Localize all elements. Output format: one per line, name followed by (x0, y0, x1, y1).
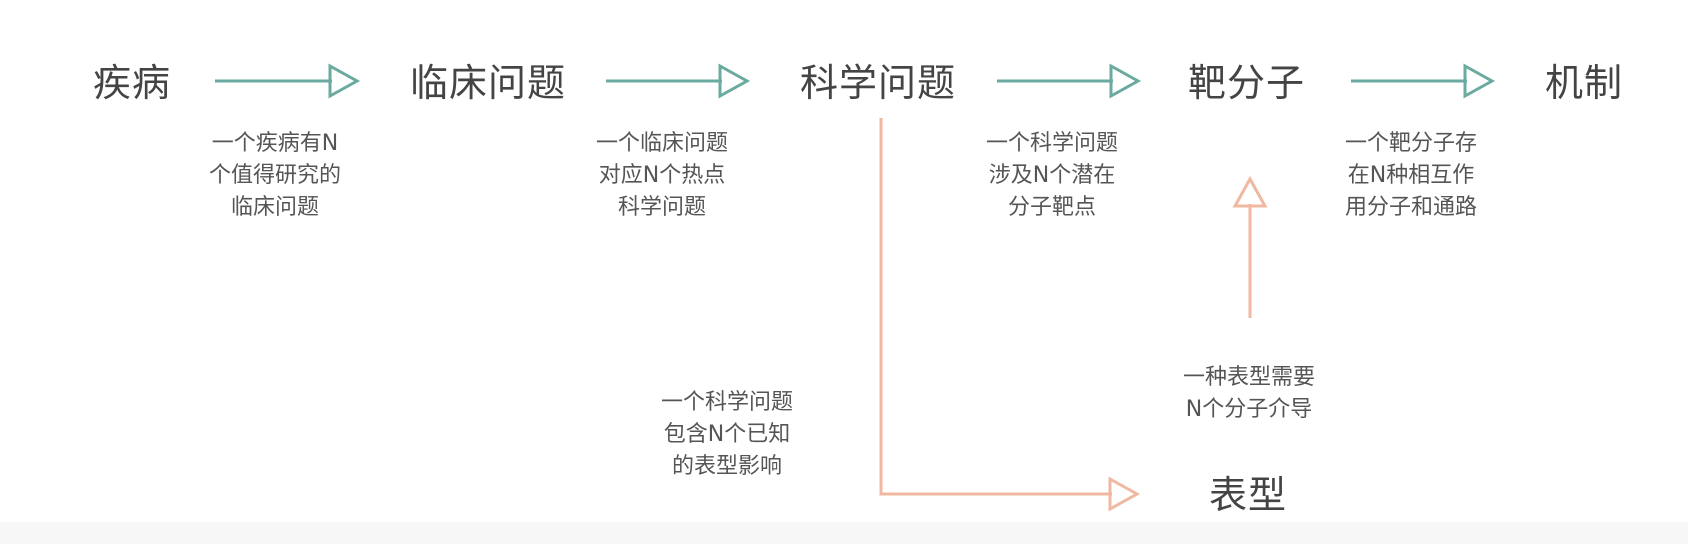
arrow-phenotype-to-target (1232, 175, 1268, 318)
note-line: 包含N个已知 (663, 422, 791, 447)
note-line: 一个临床问题 (595, 131, 729, 156)
note-disease-to-clinical: 一个疾病有N 个值得研究的 临床问题 (209, 128, 341, 224)
note-line: 一种表型需要 (1182, 365, 1316, 390)
arrow-scientific-to-target (997, 63, 1142, 99)
note-line: 一个靶分子存 (1344, 131, 1478, 156)
note-line: 分子靶点 (1007, 195, 1097, 220)
arrow-disease-to-clinical (215, 63, 361, 99)
node-target-molecule: 靶分子 (1188, 61, 1306, 105)
note-scientific-to-phenotype: 一个科学问题 包含N个已知 的表型影响 (661, 387, 793, 483)
note-line: 一个疾病有N (211, 131, 339, 156)
note-line: 一个科学问题 (660, 390, 794, 415)
arrow-scientific-to-phenotype (879, 118, 1141, 512)
note-scientific-to-target: 一个科学问题 涉及N个潜在 分子靶点 (986, 128, 1118, 224)
note-line: N个分子介导 (1185, 397, 1313, 422)
arrow-target-to-mechanism (1351, 63, 1496, 99)
node-phenotype: 表型 (1209, 473, 1288, 517)
note-line: 用分子和通路 (1344, 195, 1478, 220)
note-line: 对应N个热点 (598, 163, 726, 188)
note-line: 临床问题 (230, 195, 320, 220)
node-disease: 疾病 (93, 61, 172, 105)
bottom-band (0, 522, 1688, 544)
node-clinical-question: 临床问题 (410, 61, 567, 105)
note-line: 在N种相互作 (1347, 163, 1475, 188)
note-line: 科学问题 (617, 195, 707, 220)
arrow-clinical-to-scientific (606, 63, 751, 99)
note-clinical-to-scientific: 一个临床问题 对应N个热点 科学问题 (596, 128, 728, 224)
note-phenotype-to-target: 一种表型需要 N个分子介导 (1183, 362, 1315, 426)
node-mechanism: 机制 (1545, 61, 1624, 105)
note-target-to-mechanism: 一个靶分子存 在N种相互作 用分子和通路 (1345, 128, 1477, 224)
note-line: 的表型影响 (671, 454, 783, 479)
note-line: 一个科学问题 (985, 131, 1119, 156)
note-line: 涉及N个潜在 (988, 163, 1116, 188)
node-scientific-question: 科学问题 (800, 61, 957, 105)
note-line: 个值得研究的 (208, 163, 342, 188)
